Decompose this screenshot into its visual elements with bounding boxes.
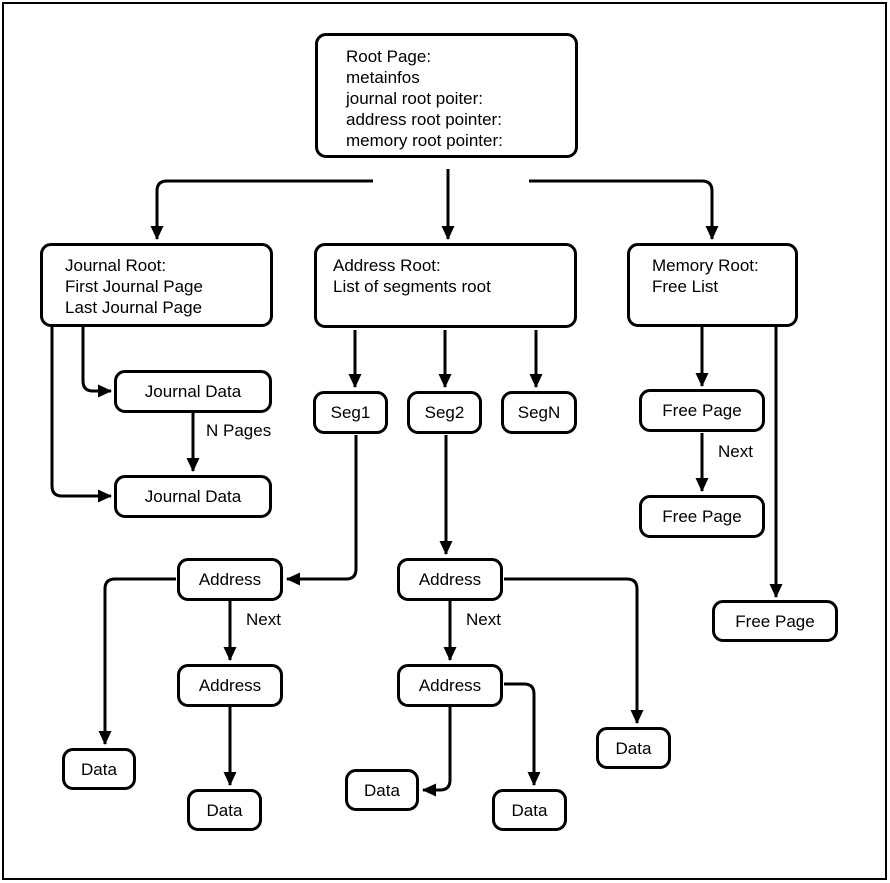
node-journal-data-2: Journal Data xyxy=(114,475,272,518)
node-data-m1-right: Data xyxy=(596,727,671,769)
node-journal-root-line: Journal Root: xyxy=(65,256,167,275)
node-journal-root-line: First Journal Page xyxy=(65,277,203,296)
edge-label-n-pages: N Pages xyxy=(206,421,272,440)
edge-root-to-memory xyxy=(529,179,719,240)
node-seg1-label: Seg1 xyxy=(330,403,371,422)
node-data-m2-right: Data xyxy=(492,789,567,831)
node-journal-data-2-label: Journal Data xyxy=(144,487,242,506)
node-memory-root-line: Free List xyxy=(652,277,719,296)
node-journal-root-line: Last Journal Page xyxy=(65,298,203,317)
node-data-left-label: Data xyxy=(81,759,117,779)
node-journal-data-1-label: Journal Data xyxy=(144,382,242,401)
node-free-page-1-label: Free Page xyxy=(662,401,742,420)
node-free-page-1: Free Page xyxy=(639,389,765,432)
node-root-page: Root Page: metainfos journal root poiter… xyxy=(315,33,578,158)
node-data-m2-right-label: Data xyxy=(511,800,548,820)
node-data-l2-child-label: Data xyxy=(206,800,243,820)
node-data-l2-child: Data xyxy=(187,789,262,831)
edge-label-next-middle: Next xyxy=(466,610,501,629)
node-address-m2-label: Address xyxy=(418,676,482,695)
edge-journal-to-data1 xyxy=(81,327,112,398)
node-root-page-line: metainfos xyxy=(346,68,420,87)
node-journal-data-1: Journal Data xyxy=(114,370,272,413)
node-segn: SegN xyxy=(501,391,577,434)
node-memory-root-line: Memory Root: xyxy=(652,256,759,275)
node-address-m1-label: Address xyxy=(418,570,482,589)
node-free-page-2-label: Free Page xyxy=(662,507,742,526)
node-root-page-line: address root pointer: xyxy=(346,110,502,129)
node-address-l2-label: Address xyxy=(198,676,262,695)
edge-addressl1-to-dataleft xyxy=(98,577,176,745)
node-free-page-2: Free Page xyxy=(639,495,765,538)
edge-label-next-free: Next xyxy=(718,442,753,461)
node-address-l1: Address xyxy=(177,558,283,601)
node-address-root-line: List of segments root xyxy=(333,277,491,296)
node-memory-root: Memory Root: Free List xyxy=(627,243,798,327)
edge-root-to-journal xyxy=(150,179,373,240)
edge-journal-to-data2 xyxy=(50,327,112,503)
node-address-root: Address Root: List of segments root xyxy=(314,243,577,328)
edge-addressm2-to-datarightchild xyxy=(504,682,541,786)
node-root-page-line: Root Page: xyxy=(346,47,432,66)
edge-label-next-left: Next xyxy=(246,610,281,629)
node-free-page-3-label: Free Page xyxy=(735,611,815,631)
edge-seg1-to-addressl1 xyxy=(286,435,358,586)
node-data-m2-left: Data xyxy=(345,769,419,811)
node-data-m2-left-label: Data xyxy=(364,780,400,800)
node-seg1: Seg1 xyxy=(313,391,388,434)
node-seg2-label: Seg2 xyxy=(424,403,465,422)
edge-addressm2-to-dataleftchild xyxy=(422,707,452,797)
node-address-m2: Address xyxy=(397,664,503,707)
node-seg2: Seg2 xyxy=(407,391,482,434)
node-address-m1: Address xyxy=(397,558,503,601)
node-segn-label: SegN xyxy=(517,403,561,422)
node-data-m1-right-label: Data xyxy=(615,738,652,758)
node-address-l1-label: Address xyxy=(198,570,262,589)
node-address-root-line: Address Root: xyxy=(333,256,441,275)
edge-addressm1-to-dataright xyxy=(504,577,644,724)
node-root-page-line: memory root pointer: xyxy=(346,131,503,150)
node-journal-root: Journal Root: First Journal Page Last Jo… xyxy=(40,243,273,327)
node-data-left: Data xyxy=(62,748,136,790)
node-root-page-line: journal root poiter: xyxy=(346,89,484,108)
node-address-l2: Address xyxy=(177,664,283,707)
node-free-page-3: Free Page xyxy=(712,600,838,642)
